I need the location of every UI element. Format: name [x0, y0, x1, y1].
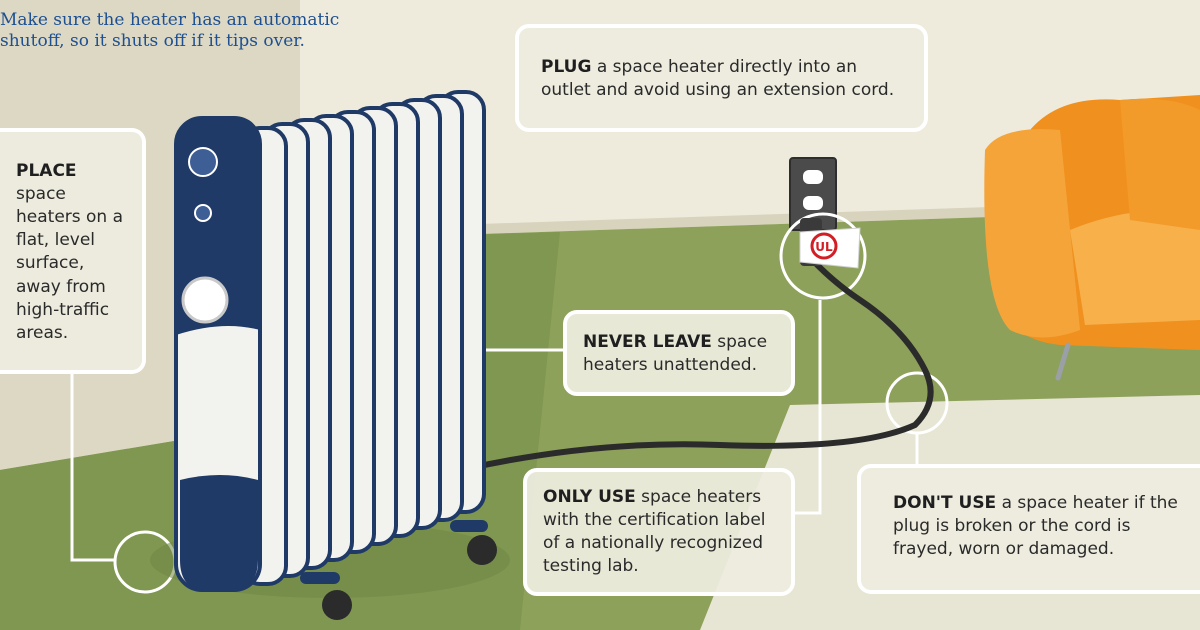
callout-never-leave-text: space heaters unattended.	[583, 332, 768, 376]
callout-only-use: ONLY USE space heaters with the certific…	[523, 468, 795, 596]
oil-filled-space-heater	[150, 90, 510, 620]
callout-plug: PLUG a space heater directly into an out…	[515, 24, 928, 132]
callout-dont-use-heading: DON'T USE	[893, 493, 997, 513]
callout-dont-use: DON'T USE a space heater if the plug is …	[857, 464, 1200, 594]
callout-place-text: space heaters on a flat, level surface, …	[16, 184, 124, 343]
callout-never-leave-heading: NEVER LEAVE	[583, 332, 712, 352]
callout-dont-use-text: a space heater if the plug is broken or …	[893, 493, 1178, 560]
caption-text: Make sure the heater has an automatic sh…	[0, 10, 340, 52]
callout-only-use-heading: ONLY USE	[543, 487, 636, 507]
plug: UL	[799, 218, 861, 269]
heater-wheels	[300, 520, 497, 620]
power-cord	[467, 249, 934, 471]
ul-certification-label: UL	[815, 240, 833, 254]
armchair	[984, 95, 1200, 381]
callout-plug-heading: PLUG	[541, 57, 592, 77]
callout-place-heading: PLACE	[16, 161, 77, 181]
wall-outlet	[789, 157, 837, 231]
callout-only-use-text: space heaters with the certification lab…	[543, 487, 766, 577]
callout-plug-text: a space heater directly into an outlet a…	[541, 57, 895, 101]
callout-never-leave: NEVER LEAVE space heaters unattended.	[563, 310, 795, 396]
callout-place: PLACE space heaters on a flat, level sur…	[0, 128, 146, 374]
